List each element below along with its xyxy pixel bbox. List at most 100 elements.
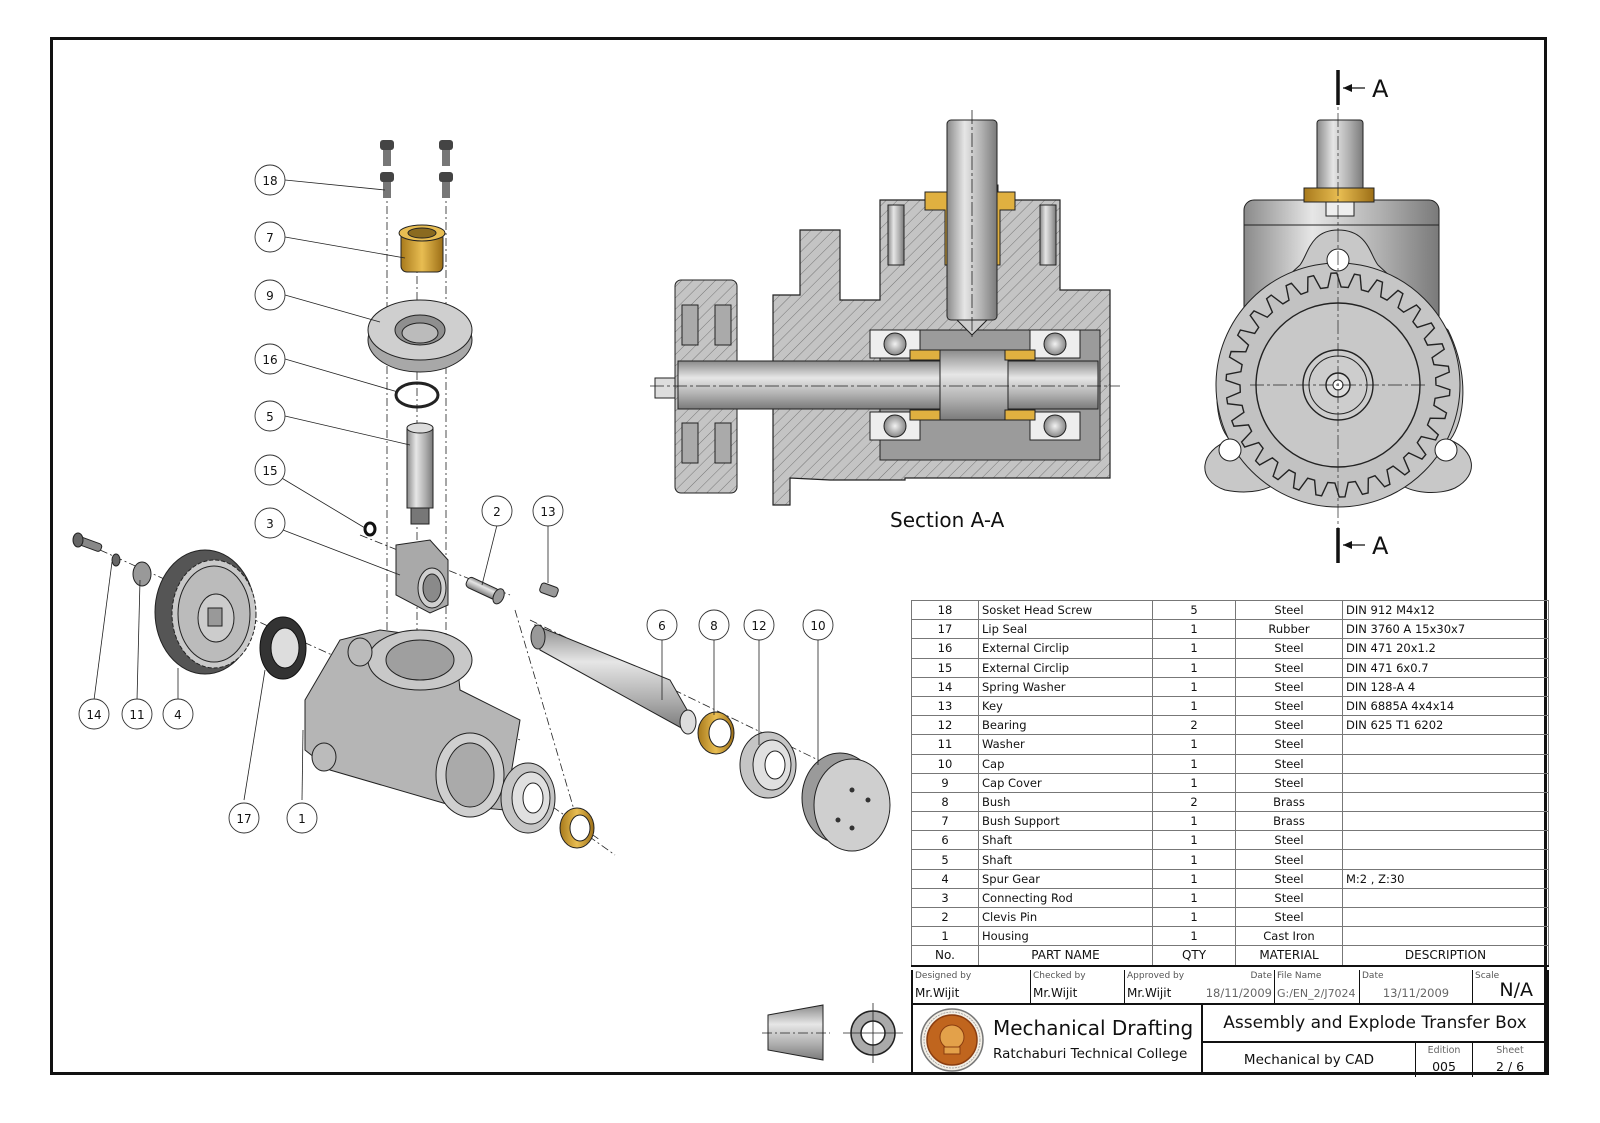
row-description: DIN 6885A 4x4x14 [1342,695,1549,717]
row-qty: 1 [1152,638,1236,659]
row-part-name: Bearing [978,715,1153,736]
row-description [1342,811,1549,832]
file-name-label: File Name [1277,971,1322,981]
row-no: 14 [911,676,979,697]
row-part-name: Key [978,695,1153,717]
row-part-name: Shaft [978,849,1153,870]
row-no: 6 [911,830,979,851]
housing-part [304,629,521,818]
balloon-label: 15 [262,464,277,478]
key-part [539,582,559,598]
balloon-15: 15 [254,454,286,486]
sheet-label: Sheet [1496,1045,1524,1056]
spring-washer-bolt [72,532,121,567]
row-material: Steel [1235,676,1343,697]
balloon-4: 4 [162,698,194,730]
balloon-label: 11 [129,708,144,722]
row-part-name: Bush [978,791,1153,813]
row-no: 1 [911,926,979,947]
row-no: 18 [911,599,979,621]
row-description [1342,791,1549,813]
row-material: Steel [1235,849,1343,870]
header-qty: QTY [1152,945,1236,967]
row-no: 17 [911,619,979,640]
row-material: Steel [1235,715,1343,736]
file-name-value: G:/EN_2/J7024 [1277,987,1356,1000]
balloon-label: 7 [266,231,274,245]
file-name-cell: File Name G:/EN_2/J7024 [1275,970,1360,1003]
row-qty: 1 [1152,868,1236,889]
row-no: 10 [911,753,979,774]
school-block: Mechanical Drafting Ratchaburi Technical… [913,1005,1203,1075]
drawing-subtitle: Mechanical by CAD [1203,1043,1416,1077]
row-description: DIN 625 T1 6202 [1342,715,1549,736]
section-shaft [677,360,1099,410]
row-description [1342,906,1549,928]
row-material: Steel [1235,753,1343,774]
balloon-label: 4 [174,708,182,722]
row-part-name: Spur Gear [978,868,1153,889]
row-material: Cast Iron [1235,926,1343,947]
cut-label-top: A [1372,75,1389,103]
row-material: Steel [1235,906,1343,928]
edition-value: 005 [1432,1059,1456,1074]
bearing-part [739,731,797,799]
row-description [1342,753,1549,774]
spur-gear-part [154,549,257,675]
row-qty: 1 [1152,887,1236,909]
balloon-3: 3 [254,507,286,539]
bush-support-part [398,224,446,273]
balloon-9: 9 [254,279,286,311]
lip-seal-part [259,616,307,680]
balloon-10: 10 [802,609,834,641]
clevis-pin-part [465,576,505,605]
header-material: MATERIAL [1235,945,1343,967]
scale-value: N/A [1499,979,1533,1001]
row-description [1342,734,1549,755]
row-material: Steel [1235,772,1343,793]
balloon-11: 11 [121,698,153,730]
balloon-label: 5 [266,410,274,424]
cap-part [801,752,891,852]
approved-by-value: Mr.Wijit [1127,986,1172,1000]
date-cell: Date 13/11/2009 [1360,970,1473,1003]
row-description [1342,849,1549,870]
row-part-name: External Circlip [978,638,1153,659]
circlip-part [394,381,440,409]
sheet-value: 2 / 6 [1495,1059,1525,1074]
approved-date-label: Date [1250,971,1272,981]
row-part-name: Shaft [978,830,1153,851]
row-description [1342,772,1549,793]
balloon-5: 5 [254,400,286,432]
balloon-label: 6 [658,619,666,633]
row-description [1342,830,1549,851]
balloon-label: 8 [710,619,718,633]
row-qty: 1 [1152,830,1236,851]
row-part-name: External Circlip [978,657,1153,678]
row-qty: 1 [1152,849,1236,870]
cap-cover-part [367,299,473,373]
header-no: No. [911,945,979,967]
section-view: Section A-A [650,110,1120,532]
checked-by-value: Mr.Wijit [1033,986,1078,1000]
row-qty: 2 [1152,715,1236,736]
row-material: Steel [1235,695,1343,717]
scale-cell: Scale N/A [1473,970,1549,1003]
row-no: 5 [911,849,979,870]
approved-by-label: Approved by [1127,971,1185,981]
balloon-2: 2 [481,495,513,527]
row-no: 16 [911,638,979,659]
balloon-7: 7 [254,221,286,253]
drawing-title: Assembly and Explode Transfer Box [1203,1005,1547,1043]
row-part-name: Clevis Pin [978,906,1153,928]
balloon-label: 17 [236,812,251,826]
